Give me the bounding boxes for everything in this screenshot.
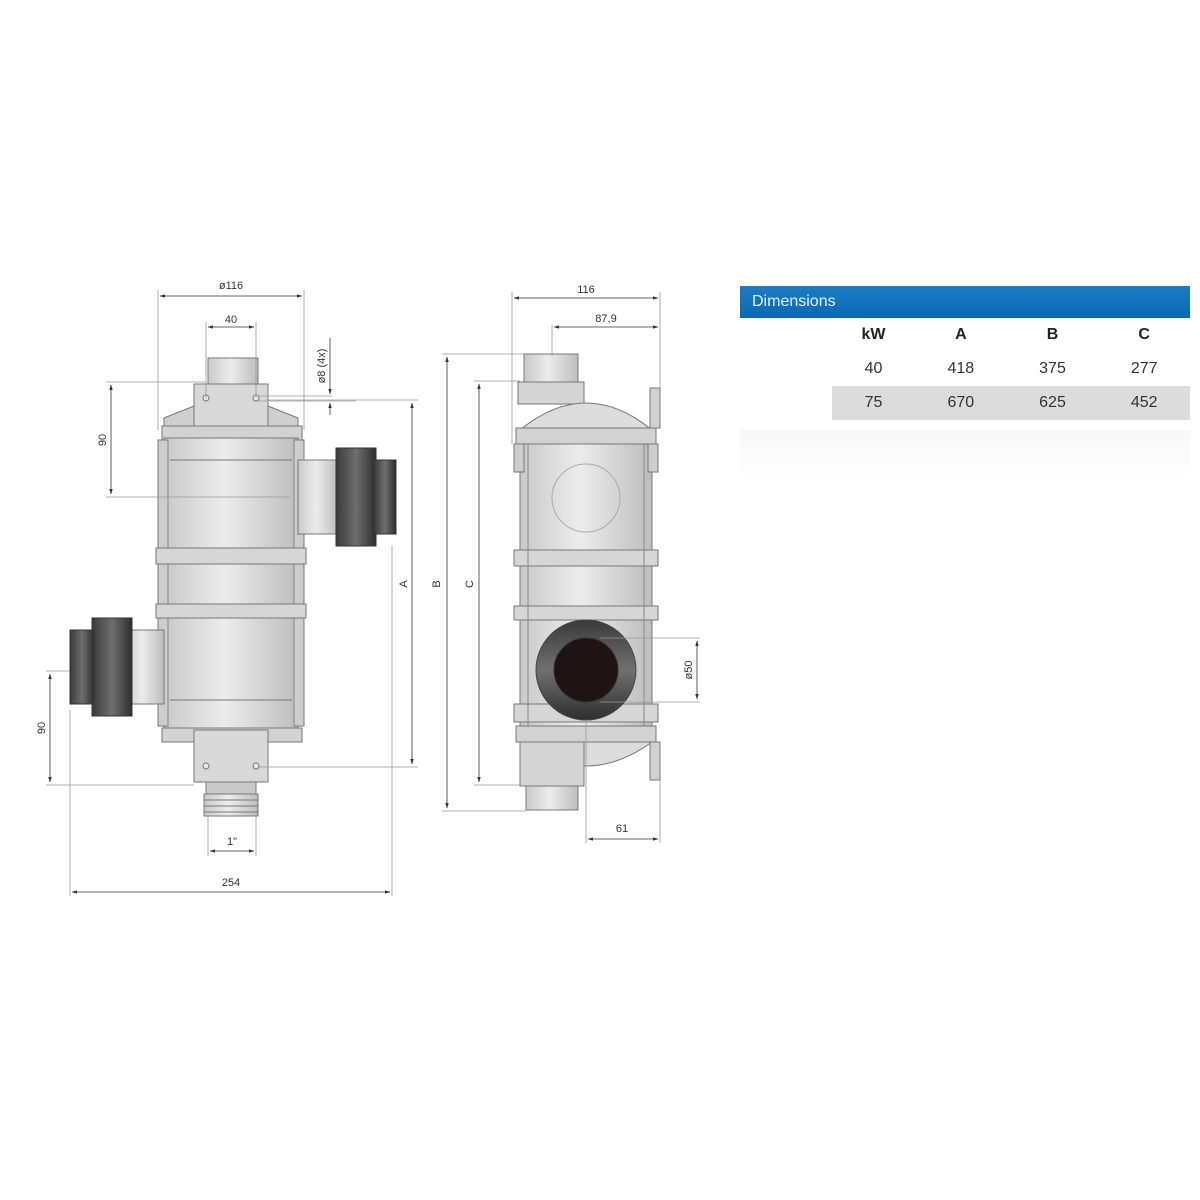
dim-top-port: 40 xyxy=(225,314,237,326)
dim-height-c: C xyxy=(464,580,476,588)
dim-mount-holes: ø8 (4x) xyxy=(316,349,328,384)
cell-c: 277 xyxy=(1130,360,1158,377)
dim-port-diameter: ø50 xyxy=(683,661,695,680)
side-view-labels: 116 87,9 B C ø50 61 xyxy=(431,284,695,835)
col-a: A xyxy=(955,326,967,343)
side-view xyxy=(513,353,661,811)
table-row: 40 418 375 277 xyxy=(740,352,1190,386)
dimensions-table: Dimensions kW A B C 40 418 375 277 75 67 xyxy=(740,286,1190,420)
dim-top-diameter: ø116 xyxy=(219,280,243,292)
cell-kw: 75 xyxy=(832,386,916,420)
side-view-dimensions xyxy=(442,292,700,843)
dim-lower-offset: 90 xyxy=(36,722,48,734)
cell-kw: 40 xyxy=(864,360,883,377)
dim-overall-width: 254 xyxy=(222,877,240,889)
table-row: 75 670 625 452 xyxy=(740,386,1190,420)
col-c: C xyxy=(1138,326,1150,343)
cell-b: 375 xyxy=(1039,360,1066,377)
dim-height-b: B xyxy=(431,580,443,587)
faded-footnote-area xyxy=(740,430,1190,480)
dim-bottom-thread: 1" xyxy=(227,836,237,848)
front-view-labels: ø116 40 ø8 (4x) 90 90 A 1" 254 xyxy=(36,280,410,889)
front-view-dimensions xyxy=(46,290,418,896)
col-kw: kW xyxy=(861,326,886,343)
dim-height-a: A xyxy=(398,580,410,588)
front-view xyxy=(69,357,397,817)
col-b: B xyxy=(1046,326,1059,343)
dim-upper-offset: 90 xyxy=(97,434,109,446)
cell-c: 452 xyxy=(1098,386,1190,420)
table-header-row: kW A B C xyxy=(740,318,1190,352)
cell-a: 418 xyxy=(947,360,975,377)
table-title: Dimensions xyxy=(740,286,1190,318)
dim-base: 61 xyxy=(616,823,628,835)
dim-port-offset: 87,9 xyxy=(595,313,616,325)
cell-a: 670 xyxy=(915,386,1007,420)
dim-side-width: 116 xyxy=(577,284,595,296)
cell-b: 625 xyxy=(1006,386,1099,420)
